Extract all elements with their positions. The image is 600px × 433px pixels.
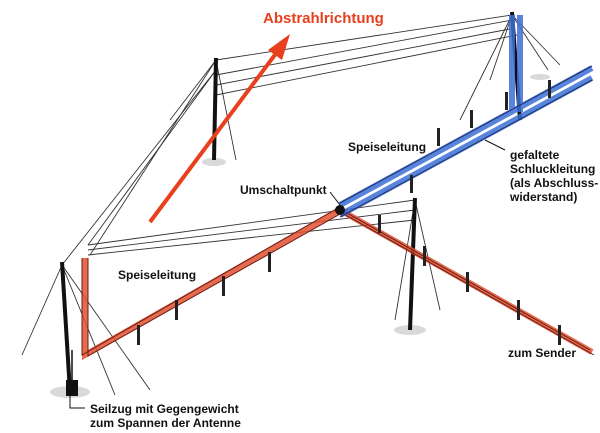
switch-point-label: Umschaltpunkt (240, 183, 327, 197)
insulator-stands (137, 80, 561, 345)
label-pointers (69, 139, 506, 409)
counterweight (66, 350, 78, 396)
to-transmitter-label: zum Sender (508, 346, 577, 360)
radiation-arrow (148, 34, 290, 224)
feed-line-red-core (81, 207, 595, 357)
antenna-wires (21, 14, 561, 396)
termination-line-1: gefaltete (510, 148, 560, 162)
feed-line-label-lower: Speiseleitung (118, 268, 197, 282)
termination-label: gefaltete Schluckleitung (als Abschluss-… (510, 148, 600, 204)
counterweight-line-1: Seilzug mit Gegengewicht (90, 402, 239, 416)
counterweight-line-2: zum Spannen der Antenne (90, 416, 241, 430)
termination-line-4: widerstand) (510, 190, 578, 204)
poles (60, 11, 522, 393)
feed-line-label-upper: Speiseleitung (348, 140, 427, 154)
termination-line-3: (als Abschluss- (510, 176, 599, 190)
termination-line-2: Schluckleitung (510, 162, 596, 176)
feed-line-red (82, 206, 594, 361)
switch-point-marker (335, 205, 345, 215)
direction-label: Abstrahlrichtung (263, 10, 384, 27)
counterweight-label: Seilzug mit Gegengewicht zum Spannen der… (90, 402, 241, 430)
